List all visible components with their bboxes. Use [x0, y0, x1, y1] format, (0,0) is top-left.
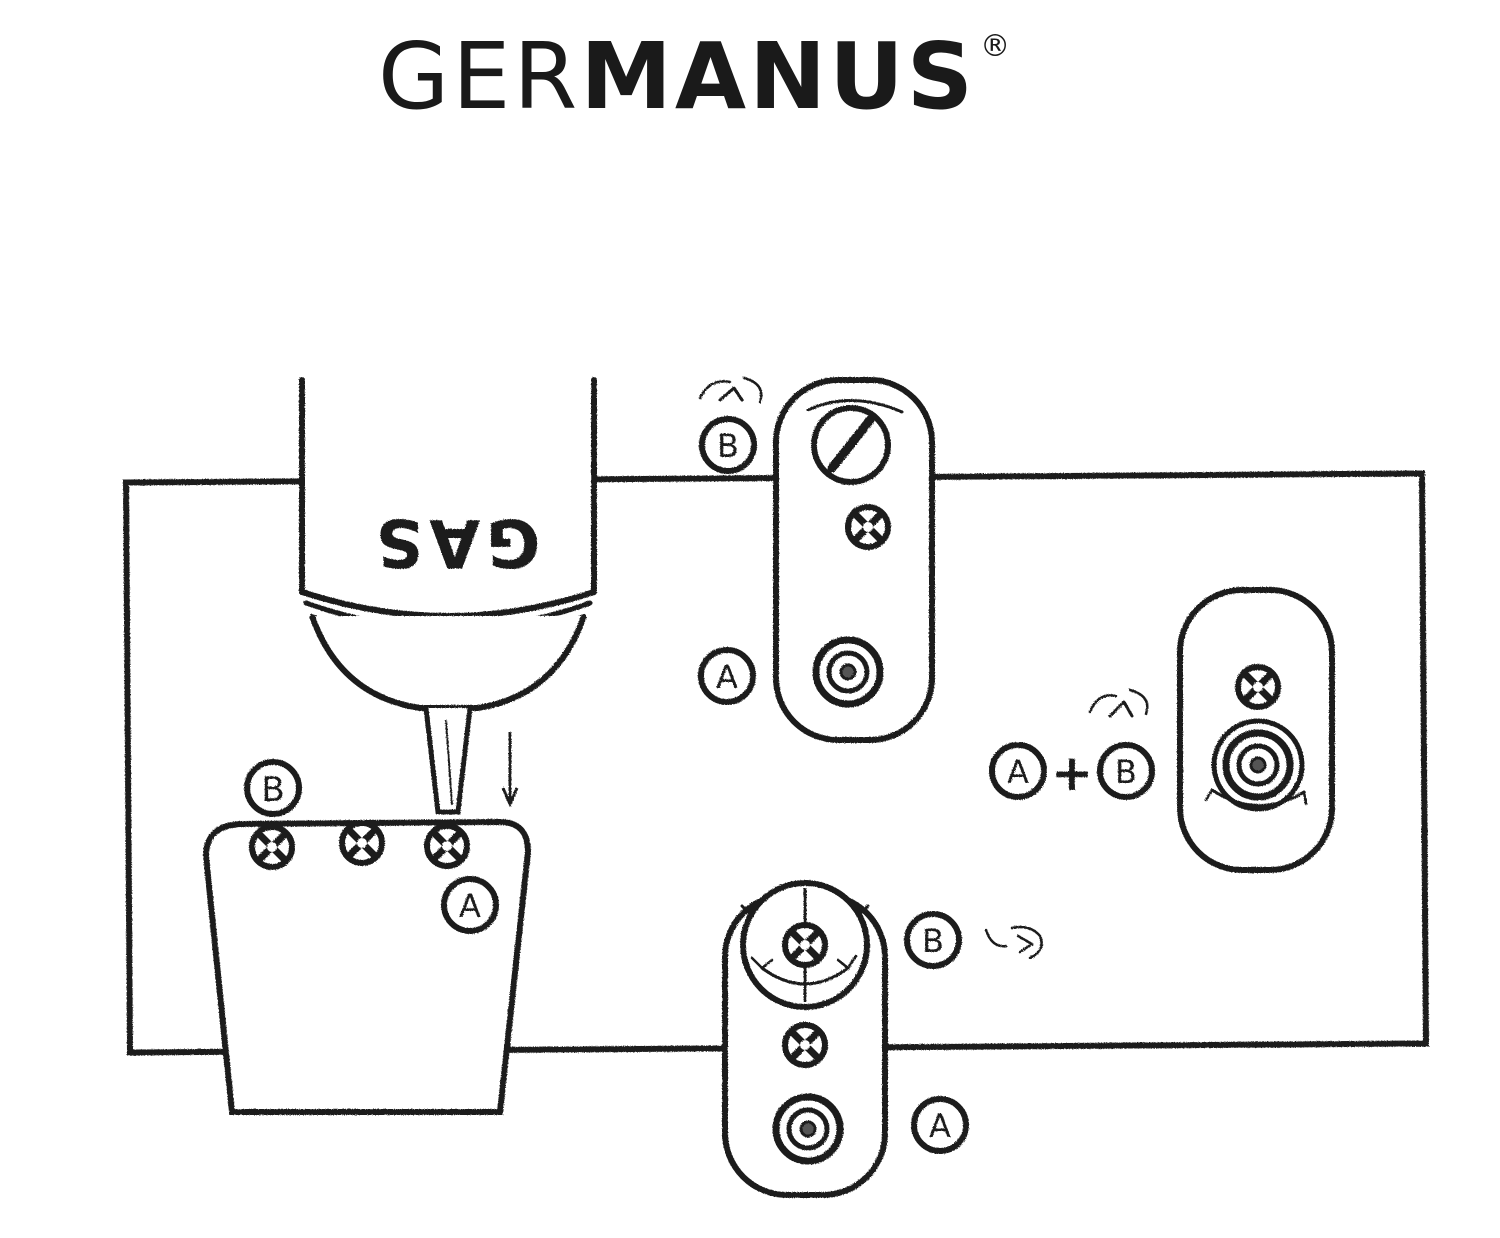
rotate-hint-icon — [698, 376, 763, 404]
brand-logo-light: GER — [378, 23, 581, 130]
cross-screw-icon — [1238, 667, 1278, 707]
arrow-down-icon — [501, 732, 519, 808]
label-a-bottom: A — [914, 1099, 966, 1151]
svg-text:A: A — [929, 1107, 951, 1145]
registered-mark: ® — [980, 29, 1014, 64]
label-b-top: B — [702, 419, 754, 471]
burner-head-block — [202, 818, 532, 1115]
label-a-top: A — [701, 650, 753, 702]
label-a-right: A — [992, 745, 1044, 797]
brand-logo-bold: MANUS — [580, 23, 977, 130]
plus-sign: + — [1051, 744, 1093, 802]
cross-screw-icon — [342, 823, 382, 863]
cross-screw-icon — [785, 925, 825, 965]
gas-valve-icon — [816, 640, 880, 704]
adjuster-pill-top — [773, 377, 935, 743]
adjuster-pill-right — [1177, 587, 1335, 873]
cross-screw-icon — [848, 507, 888, 547]
brand-logo: GERMANUS® — [378, 22, 1013, 132]
canister-label: GAS — [370, 504, 541, 581]
svg-text:B: B — [1115, 753, 1137, 791]
label-b-right: B — [1100, 745, 1152, 797]
svg-text:A: A — [716, 658, 738, 696]
rotate-hint-icon — [984, 925, 1043, 960]
cross-screw-icon — [785, 1025, 825, 1065]
svg-text:B: B — [922, 922, 944, 960]
cross-screw-icon — [252, 827, 292, 867]
gas-canister: GAS — [299, 377, 597, 815]
svg-text:B: B — [717, 427, 739, 465]
svg-text:A: A — [459, 887, 481, 925]
label-b-bottom: B — [907, 914, 959, 966]
cross-screw-icon — [427, 826, 467, 866]
label-a-left: A — [444, 879, 496, 931]
adjuster-pill-bottom — [722, 880, 888, 1198]
gas-valve-icon — [776, 1097, 840, 1161]
label-b-left: B — [247, 762, 299, 814]
svg-text:B: B — [261, 770, 284, 810]
gas-valve-icon — [1226, 733, 1290, 797]
rotate-hint-icon — [1088, 688, 1149, 718]
svg-text:A: A — [1007, 753, 1029, 791]
